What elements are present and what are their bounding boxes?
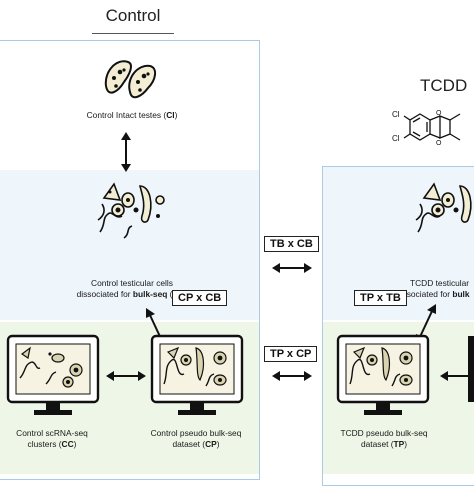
control-intact-caption: Control Intact testes (CI) xyxy=(40,110,224,121)
ci-cb-double-arrow-icon xyxy=(121,132,131,172)
cc-cp-double-arrow-icon xyxy=(106,371,146,381)
scrna-line2-text: clusters ( xyxy=(27,439,62,449)
tp-cp-x: x xyxy=(283,348,297,360)
tcdd-dissociated-line2a: dissociated for xyxy=(396,289,453,299)
tp-cp-a: TP xyxy=(270,348,284,360)
control-dissociated-cells-icon xyxy=(97,182,165,239)
tb-cb-x: x xyxy=(284,238,297,250)
control-title: Control xyxy=(105,6,161,25)
tp-tb-b: TB xyxy=(386,292,401,304)
scrna-line1: Control scRNA-seq xyxy=(16,428,88,438)
comparison-cp-cb: CP x CB xyxy=(172,290,228,306)
tb-cb-a: TB xyxy=(270,238,285,250)
scrna-monitor-icon xyxy=(6,334,100,415)
scrna-caption: Control scRNA-seq clusters (CC) xyxy=(0,428,104,450)
tb-cb-double-arrow-icon xyxy=(272,263,312,273)
tp-cp-double-arrow-icon xyxy=(272,371,312,381)
control-pseudo-line2-text: dataset ( xyxy=(172,439,206,449)
cp-cb-a: CP xyxy=(178,292,194,304)
chlorine-label-top: Cl xyxy=(392,110,400,119)
control-dissociated-line2a: dissociated for xyxy=(76,289,133,299)
comparison-tb-cb: TB x CB xyxy=(264,236,319,252)
tb-cb-b: CB xyxy=(296,238,313,250)
tcdd-pseudo-caption: TCDD pseudo bulk-seq dataset (TP) xyxy=(322,428,446,450)
tp-cp-b: CP xyxy=(296,348,312,360)
tcdd-title: TCDD xyxy=(420,76,468,95)
cp-cb-x: x xyxy=(193,292,206,304)
control-dissociated-line2c: ( xyxy=(167,289,173,299)
tp-tb-x: x xyxy=(373,292,387,304)
svg-text:O: O xyxy=(436,110,442,117)
tcdd-pseudo-line2-text: dataset ( xyxy=(360,439,394,449)
comparison-tp-cp: TP x CP xyxy=(264,346,318,362)
control-intact-code: CI xyxy=(166,110,175,120)
tcdd-dissociated-cells-icon xyxy=(415,182,472,233)
tcdd-pseudo-line1: TCDD pseudo bulk-seq xyxy=(340,428,428,438)
cp-cb-b: CB xyxy=(205,292,222,304)
scrna-line2: clusters (CC) xyxy=(0,439,104,450)
control-intact-end: ) xyxy=(174,110,178,120)
tcdd-right-monitor-edge xyxy=(468,336,474,402)
tcdd-pseudo-bulk-monitor-icon xyxy=(336,334,430,415)
tcdd-dissociated-line2b: bulk xyxy=(452,289,470,299)
control-title-underline xyxy=(92,33,174,34)
tcdd-pseudo-end: ) xyxy=(404,439,408,449)
tcdd-pseudo-line2: dataset (TP) xyxy=(322,439,446,450)
control-intact-text: Control Intact testes ( xyxy=(86,110,167,120)
control-pseudo-line1: Control pseudo bulk-seq xyxy=(150,428,242,438)
tcdd-pseudo-code: TP xyxy=(393,439,405,449)
control-dissociated-line1: Control testicular cells xyxy=(91,278,173,288)
control-pseudo-end: ) xyxy=(216,439,220,449)
control-dissociated-line2b: bulk-seq xyxy=(132,289,168,299)
control-pseudo-line2: dataset (CP) xyxy=(134,439,258,450)
control-pseudo-code: CP xyxy=(205,439,217,449)
scrna-code: CC xyxy=(61,439,74,449)
svg-text:O: O xyxy=(436,140,442,147)
control-pseudo-caption: Control pseudo bulk-seq dataset (CP) xyxy=(134,428,258,450)
tp-tb-a: TP xyxy=(360,292,374,304)
tcdd-dissociated-line1: TCDD testicular xyxy=(410,278,470,288)
comparison-tp-tb: TP x TB xyxy=(354,290,407,306)
tcdd-molecule-icon: O O xyxy=(403,110,461,147)
scrna-end: ) xyxy=(73,439,77,449)
intact-testes-icon xyxy=(104,60,156,99)
tcdd-dissociated-line2: dissociated for bulk xyxy=(396,289,474,300)
chlorine-label-bottom: Cl xyxy=(392,134,400,143)
control-pseudo-bulk-monitor-icon xyxy=(150,334,244,415)
tcdd-dissociated-caption: TCDD testicular dissociated for bulk xyxy=(396,278,474,300)
